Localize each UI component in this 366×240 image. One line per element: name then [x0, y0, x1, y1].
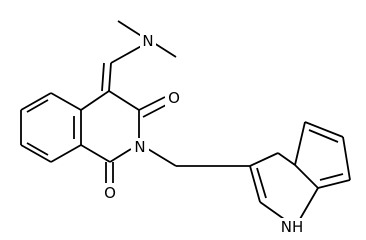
- ring-nitrogen-label: N: [134, 138, 145, 156]
- bond-benzo-3: [20, 144, 52, 163]
- bond-methyl-a: [117, 20, 144, 38]
- bond-c3-o-a: [138, 96, 166, 111]
- bond-benzo-2: [50, 144, 82, 163]
- bond-indole-c7a-c3a: [294, 164, 319, 189]
- ring-n-background: [131, 138, 149, 158]
- bond-n-ch2: [147, 148, 177, 167]
- bond-indole-c4-c5-inner: [308, 129, 339, 143]
- bond-benzo-6: [50, 92, 82, 111]
- bond-indole-c3a-c3: [277, 152, 296, 166]
- bond-exocyclic-double-b: [101, 62, 105, 92]
- bond-indole-c5-c6: [342, 136, 351, 181]
- bond-indole-n1-c7a: [299, 187, 319, 220]
- bond-indole-c3-c2: [249, 165, 261, 203]
- bond-c4-c3: [108, 90, 140, 111]
- lower-o-background: [101, 183, 119, 203]
- bond-n-c1: [109, 148, 132, 163]
- bond-benzo-5: [20, 92, 52, 111]
- bond-indole-c3-c3a: [249, 152, 279, 167]
- bond-indole-c6-c7-inner: [319, 173, 344, 181]
- bond-lines: [20, 20, 351, 220]
- lower-oxygen-label: O: [104, 184, 116, 202]
- bond-indole-c3-c2-inner: [256, 167, 267, 199]
- bond-c3-o-b: [142, 103, 169, 118]
- bond-indole-c2-n1: [259, 201, 285, 220]
- bond-n-methylene: [110, 43, 146, 64]
- amine-n-background: [140, 31, 156, 51]
- bond-indole-c3a-c4: [294, 121, 306, 166]
- bond-c1-c8a: [80, 144, 111, 163]
- atom-labels: N N O O NH: [101, 31, 306, 238]
- amine-nitrogen-label: N: [142, 32, 153, 50]
- upper-oxygen-label: O: [168, 89, 180, 107]
- bond-indole-c6-c7: [317, 179, 351, 189]
- bond-indole-c4-c5: [304, 121, 344, 138]
- bond-c4-c4a: [80, 90, 110, 111]
- bond-methyl-b: [153, 42, 177, 58]
- upper-o-background: [165, 89, 183, 109]
- bond-benzo-3-inner: [26, 142, 49, 156]
- bond-benzo-5-inner: [26, 99, 49, 113]
- indole-nh-background: [279, 218, 306, 238]
- indole-nh-label: NH: [281, 218, 304, 236]
- bond-exocyclic-double-a: [108, 62, 112, 92]
